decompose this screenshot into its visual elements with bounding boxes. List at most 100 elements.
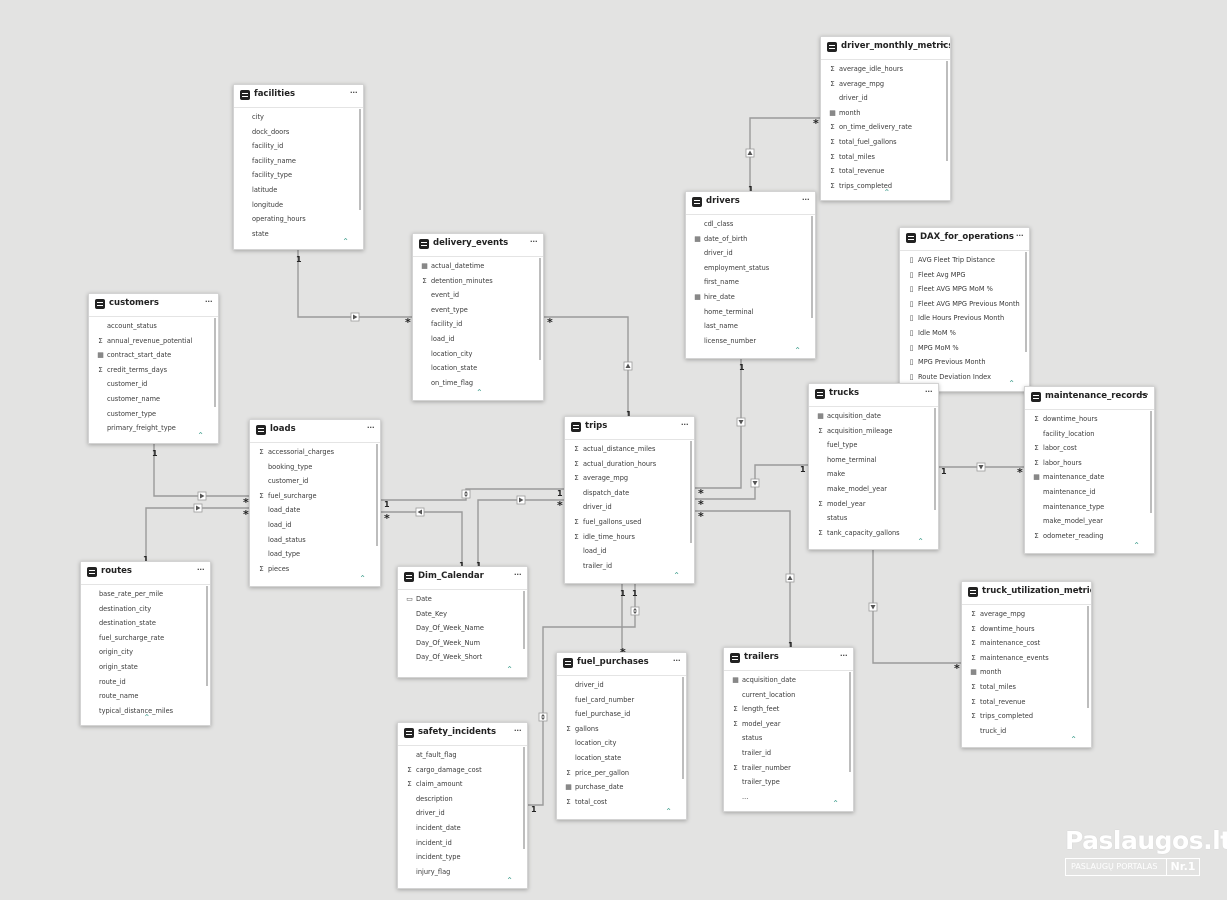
field-row[interactable]: booking_type	[250, 460, 380, 475]
table-header[interactable]: maintenance_records···	[1025, 387, 1154, 410]
relationship-line[interactable]	[477, 499, 564, 566]
more-options-icon[interactable]: ···	[839, 649, 848, 662]
more-options-icon[interactable]: ···	[1077, 583, 1086, 596]
relationship-line[interactable]	[544, 316, 629, 416]
collapse-icon[interactable]: ⌃	[794, 346, 801, 355]
relationship-line[interactable]	[153, 444, 249, 497]
collapse-icon[interactable]: ⌃	[1133, 541, 1140, 550]
field-row[interactable]: customer_id	[250, 474, 380, 489]
more-options-icon[interactable]: ···	[366, 421, 375, 434]
field-row[interactable]: first_name	[686, 275, 815, 290]
relationship-line[interactable]	[145, 507, 249, 561]
field-row[interactable]: driver_id	[686, 246, 815, 261]
table-header[interactable]: drivers···	[686, 192, 815, 215]
field-row[interactable]: make	[809, 467, 938, 482]
table-header[interactable]: routes···	[81, 562, 210, 585]
more-options-icon[interactable]: ···	[924, 385, 933, 398]
field-row[interactable]: operating_hours	[234, 212, 363, 227]
field-row[interactable]: ▦actual_datetime	[413, 259, 543, 274]
table-card-dax-for-operations[interactable]: DAX_for_operations···▯AVG Fleet Trip Dis…	[899, 227, 1030, 392]
table-header[interactable]: driver_monthly_metrics···	[821, 37, 950, 60]
collapse-icon[interactable]: ⌃	[673, 571, 680, 580]
collapse-icon[interactable]: ⌃	[917, 537, 924, 546]
field-row[interactable]: fuel_type	[809, 438, 938, 453]
field-row[interactable]: route_id	[81, 675, 210, 690]
field-row[interactable]: location_state	[557, 751, 686, 766]
field-row[interactable]: ▯Fleet AVG MPG MoM %	[900, 282, 1029, 297]
more-options-icon[interactable]: ···	[936, 38, 945, 51]
scrollbar[interactable]	[1087, 606, 1089, 708]
table-header[interactable]: truck_utilization_metrics···	[962, 582, 1091, 605]
table-header[interactable]: delivery_events···	[413, 234, 543, 257]
field-row[interactable]: origin_state	[81, 660, 210, 675]
field-row[interactable]: location_city	[413, 347, 543, 362]
more-options-icon[interactable]: ···	[672, 654, 681, 667]
field-row[interactable]: Day_Of_Week_Num	[398, 636, 527, 651]
more-options-icon[interactable]: ···	[1140, 388, 1149, 401]
table-header[interactable]: DAX_for_operations···	[900, 228, 1029, 251]
collapse-icon[interactable]: ⌃	[1008, 379, 1015, 388]
field-row[interactable]: facility_id	[413, 317, 543, 332]
relationship-line[interactable]	[695, 359, 742, 489]
field-row[interactable]: ▯Fleet AVG MPG Previous Month	[900, 297, 1029, 312]
field-row[interactable]: Date_Key	[398, 607, 527, 622]
collapse-icon[interactable]: ⌃	[832, 799, 839, 808]
field-row[interactable]: load_type	[250, 547, 380, 562]
field-row[interactable]: origin_city	[81, 645, 210, 660]
field-row[interactable]: status	[809, 511, 938, 526]
scrollbar[interactable]	[523, 591, 525, 649]
field-row[interactable]: Day_Of_Week_Name	[398, 621, 527, 636]
field-row[interactable]: ▯MPG MoM %	[900, 341, 1029, 356]
field-row[interactable]: load_status	[250, 533, 380, 548]
field-row[interactable]: ▯Idle MoM %	[900, 326, 1029, 341]
scrollbar[interactable]	[214, 318, 216, 407]
scrollbar[interactable]	[811, 216, 813, 318]
collapse-icon[interactable]: ⌃	[143, 713, 151, 722]
field-row[interactable]: trailer_id	[724, 746, 853, 761]
field-row[interactable]: ▦hire_date	[686, 290, 815, 305]
more-options-icon[interactable]: ···	[680, 418, 689, 431]
relationship-line[interactable]	[297, 250, 412, 318]
field-row[interactable]: fuel_purchase_id	[557, 707, 686, 722]
field-row[interactable]: destination_city	[81, 602, 210, 617]
collapse-icon[interactable]: ⌃	[506, 665, 513, 674]
scrollbar[interactable]	[682, 677, 684, 779]
field-row[interactable]: location_state	[413, 361, 543, 376]
field-row[interactable]: ▭Date	[398, 592, 527, 607]
field-row[interactable]: facility_location	[1025, 427, 1154, 442]
table-header[interactable]: loads···	[250, 420, 380, 443]
field-row[interactable]: license_number	[686, 334, 815, 349]
scrollbar[interactable]	[934, 408, 936, 510]
field-row[interactable]: location_city	[557, 736, 686, 751]
field-row[interactable]: ▦date_of_birth	[686, 232, 815, 247]
field-row[interactable]: facility_id	[234, 139, 363, 154]
table-header[interactable]: customers···	[89, 294, 218, 317]
field-row[interactable]: fuel_card_number	[557, 693, 686, 708]
scrollbar[interactable]	[376, 444, 378, 546]
table-header[interactable]: facilities···	[234, 85, 363, 108]
collapse-icon[interactable]: ⌃	[883, 188, 891, 197]
